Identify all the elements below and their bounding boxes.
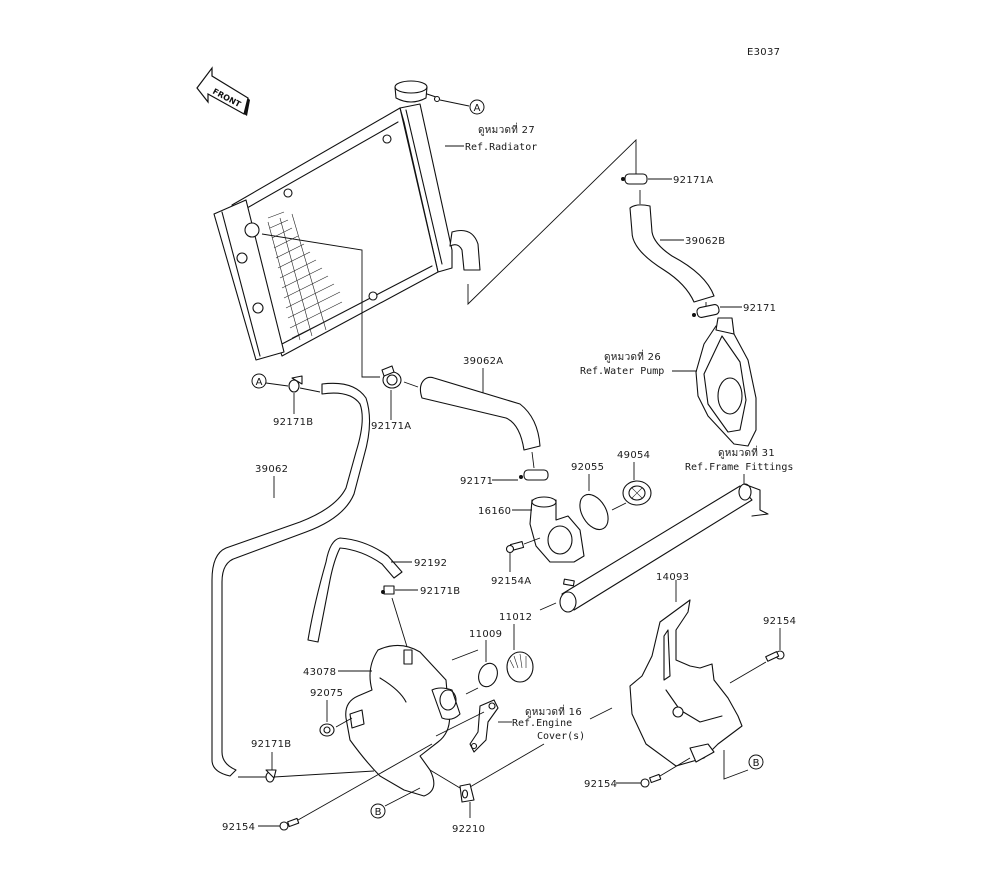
part-label-14093: 14093 [656,572,689,583]
ref-frame-fittings-label: Ref.Frame Fittings [685,462,793,473]
leader-line [429,769,461,789]
leader-line [299,387,321,393]
part-label-92154-lowright: 92154 [584,779,617,790]
part-label-b: B [375,807,382,818]
ref-frame-fittings-thai: ดูหมวดที่ 31 [718,445,775,459]
leader-line [265,382,289,387]
part-14093 [629,599,743,767]
leader-line [589,707,613,720]
diagram-code: E3037 [747,47,780,58]
leader-line [659,757,691,777]
part-label-92055: 92055 [571,462,604,473]
leader-line [729,661,767,684]
part-39062 [211,382,371,777]
part-16160 [529,496,585,563]
part-label-a: A [474,103,481,114]
ref-engine-cover-thai: ดูหมวดที่ 16 [525,704,582,718]
leader-line [403,381,419,388]
part-92154-right [765,650,785,662]
leader-line [611,502,627,511]
part-92075 [319,723,335,737]
part-label-92171a-top: 92171A [673,175,713,186]
part-43078 [345,644,461,797]
frame-pipe [559,483,769,613]
part-label-92075: 92075 [310,688,343,699]
part-92055 [579,493,609,531]
marker-a-left: A [251,373,267,389]
ref-radiator-thai: ดูหมวดที่ 27 [478,122,535,136]
part-92154-lowright [640,773,662,788]
part-92154-low [279,817,300,831]
radiator [213,80,481,361]
part-label-92154a: 92154A [491,576,531,587]
part-label-92154-right: 92154 [763,616,796,627]
part-92171-mid [519,469,549,481]
part-92210 [459,783,475,803]
part-label-92171-mid: 92171 [460,476,493,487]
leader-line [451,649,479,661]
part-label-92171-upper: 92171 [743,303,776,314]
part-92171B-mid [381,585,395,595]
part-label-92171b-mid: 92171B [420,586,460,597]
part-label-92171b-left: 92171B [273,417,313,428]
part-39062A [419,376,541,451]
part-label-92192: 92192 [414,558,447,569]
engine-cover-bracket [469,699,499,753]
leader-line [435,711,485,737]
part-label-39062: 39062 [255,464,288,475]
leader-line [467,138,637,306]
leader-line [297,743,433,821]
part-92192 [307,537,403,643]
leader-line [273,770,375,778]
part-label-92171a-mid: 92171A [371,421,411,432]
leader-line [723,750,749,780]
ref-water-pump-label: Ref.Water Pump [580,366,664,377]
part-label-a: A [256,377,263,388]
marker-b-right: B [748,754,764,770]
leader-line [523,537,541,545]
leader-line [465,687,479,695]
leader-line [384,787,421,807]
part-11012 [506,651,534,683]
part-label-43078: 43078 [303,667,336,678]
part-label-92154-low: 92154 [222,822,255,833]
leader-line [469,743,545,788]
part-label-11009: 11009 [469,629,502,640]
water-pump-cover [695,317,757,447]
part-92154A [505,540,525,554]
ref-radiator-label: Ref.Radiator [465,142,537,153]
part-label-11012: 11012 [499,612,532,623]
part-39062B [629,204,715,303]
part-49054 [622,480,652,506]
part-label-39062b: 39062B [685,236,725,247]
leader-line [539,602,557,611]
part-92171A-top [621,173,648,185]
front-arrow-icon: FRONT [196,66,250,116]
part-92171B-low [265,769,277,783]
part-label-39062a: 39062A [463,356,503,367]
part-92171-upper [692,304,720,318]
leader-line [531,451,535,469]
ref-engine-cover-label: Ref.Engine [512,718,572,729]
ref-engine-cover-label-2: Cover(s) [537,731,585,742]
part-label-16160: 16160 [478,506,511,517]
leader-line [261,233,380,378]
part-label-49054: 49054 [617,450,650,461]
leader-line [335,717,353,728]
part-11009 [478,662,498,688]
ref-water-pump-thai: ดูหมวดที่ 26 [604,349,661,363]
part-label-92171b-low: 92171B [251,739,291,750]
marker-b-left: B [370,803,386,819]
marker-a-top: A [469,99,485,115]
leader-line [439,99,470,107]
part-label-b: B [753,758,760,769]
part-92171B-left [288,375,303,393]
leader-line [391,597,409,651]
part-92171A-mid [381,365,402,389]
part-label-92210: 92210 [452,824,485,835]
